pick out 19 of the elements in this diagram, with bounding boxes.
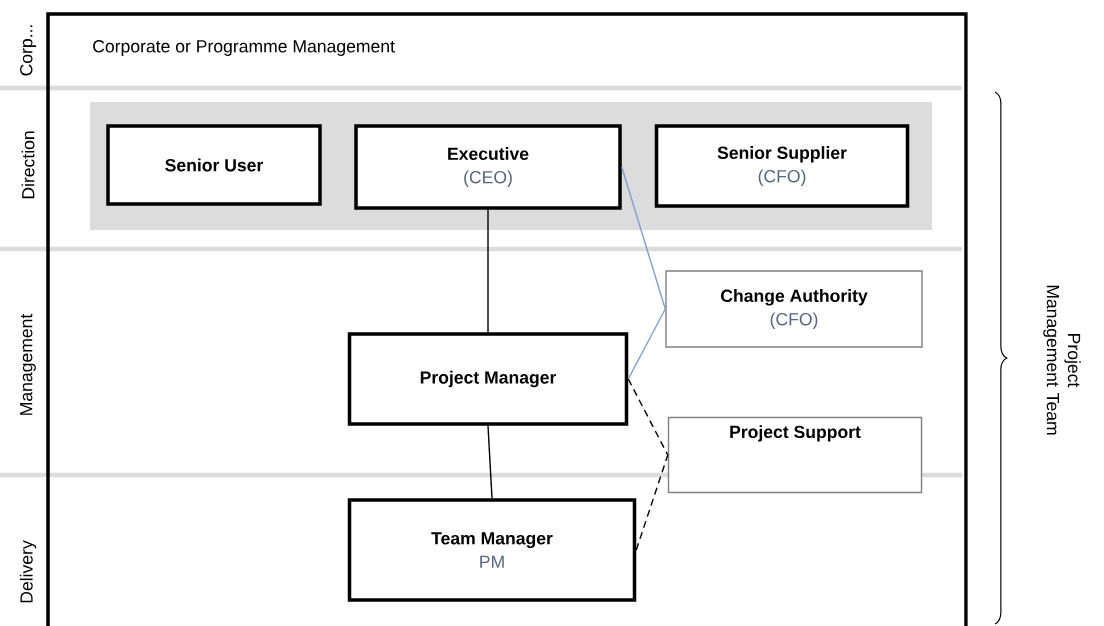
band-title: Corporate or Programme Management bbox=[93, 40, 395, 56]
lane-label: Delivery bbox=[19, 540, 37, 603]
connector-line bbox=[627, 308, 666, 380]
role-box: Project Support bbox=[667, 416, 923, 494]
connector-line bbox=[621, 166, 666, 310]
role-box: Project Manager bbox=[347, 332, 629, 426]
connector-line bbox=[487, 209, 489, 333]
brace-label: Project Management Team bbox=[1043, 285, 1081, 435]
connector-line bbox=[487, 425, 493, 499]
lane-label: Management bbox=[20, 313, 36, 415]
role-box: Change Authority (CFO) bbox=[665, 270, 923, 348]
lane-label: Direction bbox=[21, 131, 35, 199]
connector-line bbox=[635, 454, 669, 551]
role-box: Senior User bbox=[106, 124, 322, 206]
lane-label: Corp... bbox=[20, 25, 36, 76]
role-box: Team Manager PM bbox=[347, 498, 637, 602]
role-box: Executive (CEO) bbox=[354, 124, 622, 210]
role-box: Senior Supplier (CFO) bbox=[654, 124, 910, 208]
connector-line bbox=[627, 378, 669, 456]
